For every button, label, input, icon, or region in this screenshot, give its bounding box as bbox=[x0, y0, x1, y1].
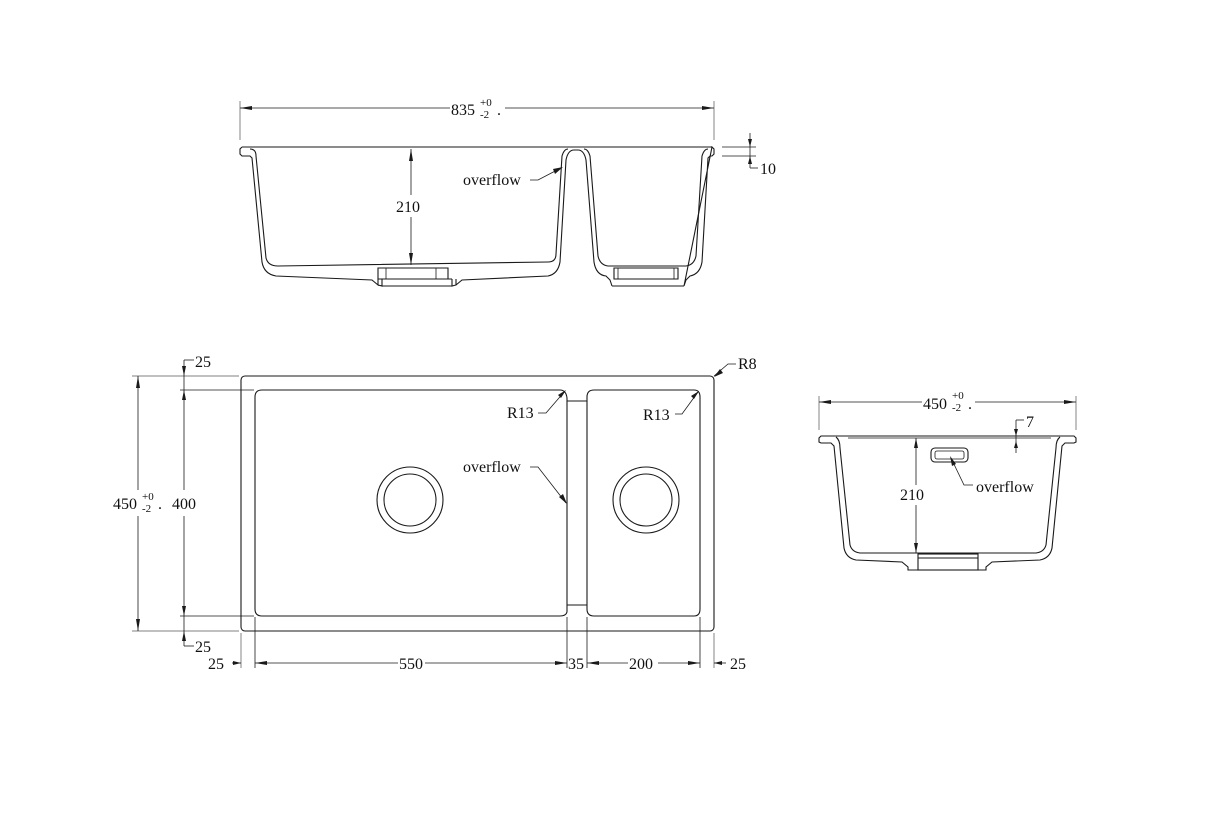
side-section-view: 450 +0 -2 . overflow 210 7 bbox=[818, 390, 1077, 571]
rim-thickness-value: 10 bbox=[760, 161, 776, 178]
large-bowl-radius-label: R13 bbox=[507, 405, 534, 422]
outer-radius-label: R8 bbox=[738, 356, 757, 373]
plan-view: R8 R13 R13 overflow 450 +0 -2 . 400 bbox=[113, 354, 757, 673]
top-width-tol-upper: +0 bbox=[480, 97, 492, 109]
plan-depth-suffix: . bbox=[158, 496, 162, 513]
top-margin-value: 25 bbox=[195, 354, 211, 371]
top-width-value: 835 bbox=[451, 102, 475, 119]
top-width-suffix: . bbox=[497, 102, 501, 119]
side-width-tol-upper: +0 bbox=[952, 390, 964, 402]
bowl-depth-value: 400 bbox=[172, 496, 196, 513]
top-depth-value: 210 bbox=[396, 199, 420, 216]
plan-depth-tol-upper: +0 bbox=[142, 491, 154, 503]
side-width-tol-lower: -2 bbox=[952, 402, 961, 414]
top-overflow-label: overflow bbox=[463, 172, 521, 189]
divider-width-value: 35 bbox=[568, 656, 584, 673]
side-overflow-label: overflow bbox=[976, 479, 1034, 496]
rim-offset-value: 7 bbox=[1026, 414, 1034, 431]
plan-depth-value: 450 bbox=[113, 496, 137, 513]
top-width-tol-lower: -2 bbox=[480, 109, 489, 121]
top-section-view: 835 +0 -2 . 210 overflow bbox=[239, 97, 776, 287]
left-margin-value: 25 bbox=[208, 656, 224, 673]
plan-overflow-label: overflow bbox=[463, 459, 521, 476]
plan-depth-tol-lower: -2 bbox=[142, 503, 151, 515]
small-bowl-width-value: 200 bbox=[629, 656, 653, 673]
right-margin-value: 25 bbox=[730, 656, 746, 673]
small-bowl-radius-label: R13 bbox=[643, 407, 670, 424]
large-bowl-width-value: 550 bbox=[399, 656, 423, 673]
side-width-value: 450 bbox=[923, 396, 947, 413]
side-depth-value: 210 bbox=[900, 487, 924, 504]
side-width-suffix: . bbox=[968, 396, 972, 413]
bottom-margin-value: 25 bbox=[195, 639, 211, 656]
